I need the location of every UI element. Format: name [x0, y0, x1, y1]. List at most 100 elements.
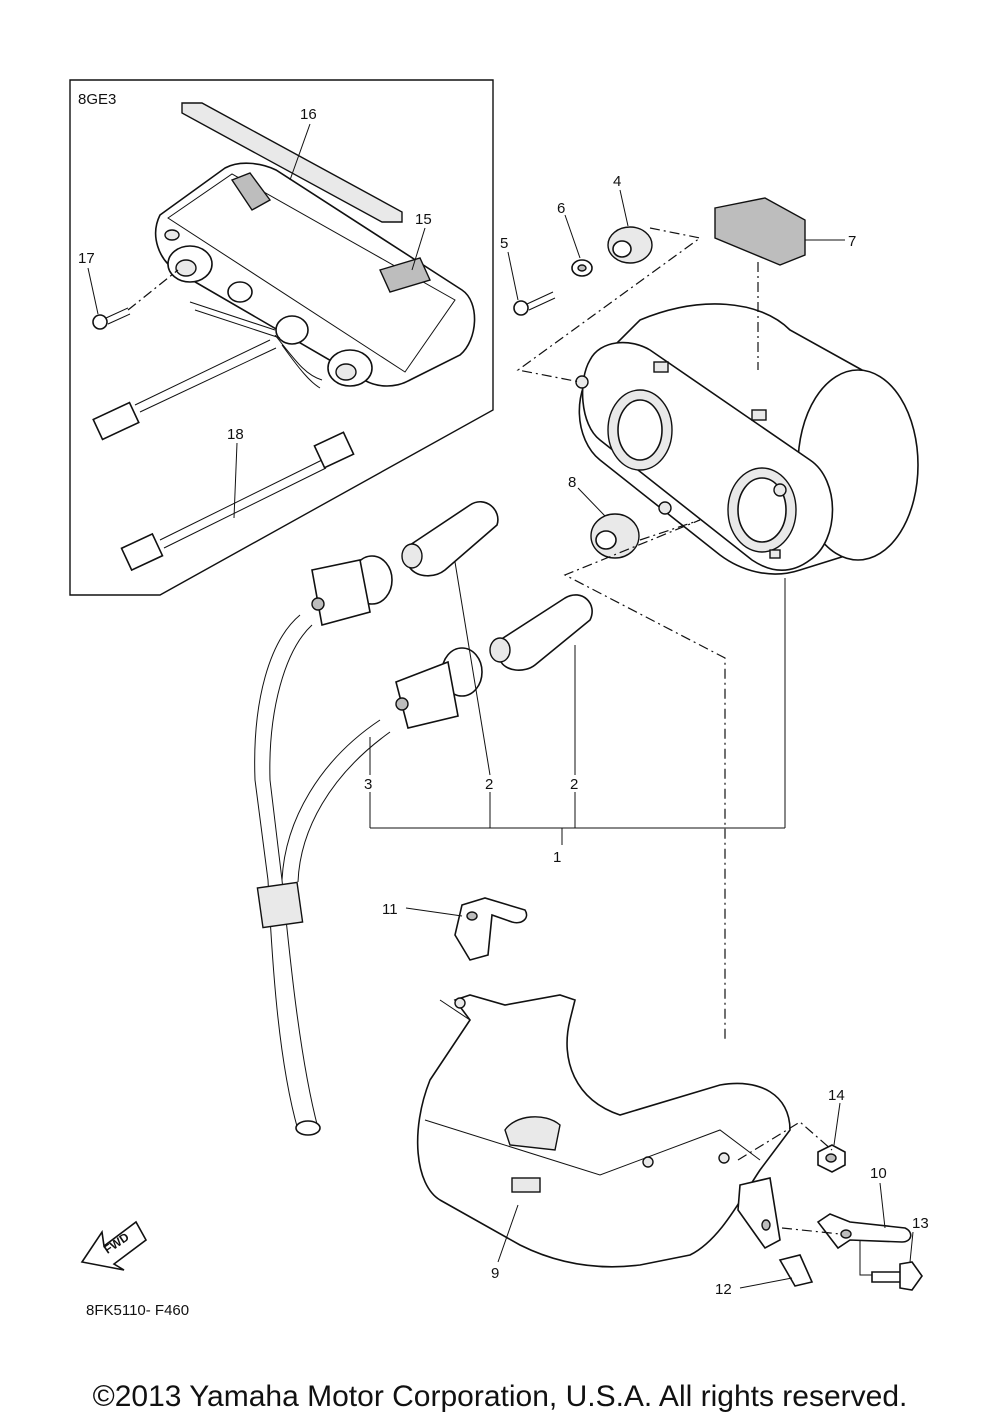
- callout-2a: 2: [485, 776, 493, 793]
- callout-1: 1: [553, 849, 561, 866]
- leader-4: [619, 189, 629, 227]
- screw-5-shank: [526, 291, 556, 311]
- tab-top: [653, 361, 669, 373]
- callout-3: 3: [364, 776, 372, 793]
- socket-lower-terminal: [395, 697, 409, 711]
- cable-end: [295, 1120, 321, 1136]
- copyright-notice: ©2013 Yamaha Motor Corporation, U.S.A. A…: [92, 1380, 908, 1413]
- leader-6: [564, 214, 581, 259]
- wire-loop: [274, 334, 323, 389]
- stud-right: [773, 483, 787, 497]
- lower-cover: 9: [416, 994, 791, 1282]
- screw-5-head: [513, 300, 529, 316]
- leader-14: [833, 1102, 841, 1146]
- axis-10: [781, 1227, 841, 1235]
- screw-axis: [127, 269, 179, 311]
- pad-strip: [181, 102, 403, 223]
- wire-harness: [134, 339, 277, 413]
- mount-plane-upper: [516, 227, 702, 383]
- leader-2a-top: [454, 561, 491, 776]
- socket-upper-terminal: [311, 597, 325, 611]
- clip-11: 11: [382, 897, 528, 961]
- bulb-bore-right-inner: [737, 477, 787, 543]
- grommet-8-hole: [595, 530, 617, 550]
- callout-14: 14: [828, 1087, 845, 1104]
- bracket-10: [816, 1213, 912, 1250]
- bushing: [658, 501, 672, 515]
- fwd-arrow-icon: [80, 1220, 148, 1271]
- callout-15: 15: [415, 211, 432, 228]
- socket-upper-body: [311, 559, 371, 626]
- callout-7: 7: [848, 233, 856, 250]
- tab-side: [751, 409, 767, 421]
- cable-lower: [281, 719, 391, 883]
- inset-model-code: 8GE3: [78, 91, 116, 108]
- clip-11-body: [454, 897, 528, 961]
- washer-6-hole: [577, 264, 587, 272]
- figure-code: 8FK5110- F460: [86, 1302, 189, 1319]
- connector-18a: [120, 532, 164, 572]
- inset-frame: [69, 79, 494, 596]
- bracket-10-hole: [840, 1229, 852, 1239]
- callout-8: 8: [568, 474, 576, 491]
- clip-12: [778, 1254, 814, 1287]
- taillight-assembly: 1 2 2 3 4 5 6 7 8: [254, 173, 919, 1136]
- callout-11: 11: [382, 901, 398, 918]
- leader-13: [909, 1231, 914, 1263]
- leader-10: [879, 1182, 886, 1229]
- lamp-slot-right: [379, 257, 431, 293]
- callout-5: 5: [500, 235, 508, 252]
- cover-edges: [424, 999, 761, 1176]
- pad-7: [714, 197, 806, 266]
- callout-13: 13: [912, 1215, 929, 1232]
- fwd-indicator: FWD: [80, 1220, 148, 1271]
- leader-15: [411, 227, 426, 271]
- axis-13: [859, 1240, 878, 1276]
- harness-18: [159, 459, 327, 549]
- callout-16: 16: [300, 106, 317, 123]
- leader-9: [497, 1204, 519, 1263]
- mount-plane-lower: [563, 519, 726, 1040]
- leader-17: [87, 267, 99, 315]
- callout-17: 17: [78, 250, 95, 267]
- callout-12: 12: [715, 1281, 732, 1298]
- socket-mid: [275, 315, 309, 345]
- callout-6: 6: [557, 200, 565, 217]
- mount-hole: [164, 229, 180, 241]
- bulb-lower-base: [489, 637, 511, 663]
- lamp-housing: [154, 162, 476, 387]
- bulb-upper-base: [401, 543, 423, 569]
- lamp-slot-left: [230, 172, 272, 211]
- cover-hole-right: [718, 1152, 730, 1164]
- bulb-bore-left-inner: [617, 399, 663, 461]
- callout-10: 10: [870, 1165, 887, 1182]
- inset-8ge3: 8GE3 16 15 17 1: [69, 79, 494, 596]
- leader-5: [507, 251, 519, 301]
- leader-16: [289, 123, 311, 181]
- cover-recess: [504, 1116, 561, 1151]
- connector-18b: [313, 431, 355, 469]
- grommet-4-hole: [612, 240, 632, 258]
- hardware: 14 10 13 12: [715, 1087, 929, 1298]
- tab-bottom: [769, 549, 781, 559]
- cover-tab-hole: [761, 1219, 771, 1231]
- callout-4: 4: [613, 173, 621, 190]
- clip-11-hole: [466, 911, 478, 921]
- callout-18: 18: [227, 426, 244, 443]
- leader-12: [739, 1277, 793, 1289]
- stud-left: [575, 375, 589, 389]
- callout-2b: 2: [570, 776, 578, 793]
- leader-18: [233, 442, 238, 519]
- nut-14-hole: [825, 1153, 837, 1163]
- callout-9: 9: [491, 1265, 499, 1282]
- wire-top: [189, 301, 281, 339]
- connector-left: [92, 401, 140, 441]
- bulb-lower: [499, 594, 593, 671]
- cover-hole-mid: [642, 1156, 654, 1168]
- cover-hole-left: [454, 997, 466, 1009]
- screw-17-head: [92, 314, 108, 330]
- socket-left-inner: [175, 259, 197, 277]
- grommet: [227, 281, 253, 303]
- cable-tape: [256, 881, 304, 929]
